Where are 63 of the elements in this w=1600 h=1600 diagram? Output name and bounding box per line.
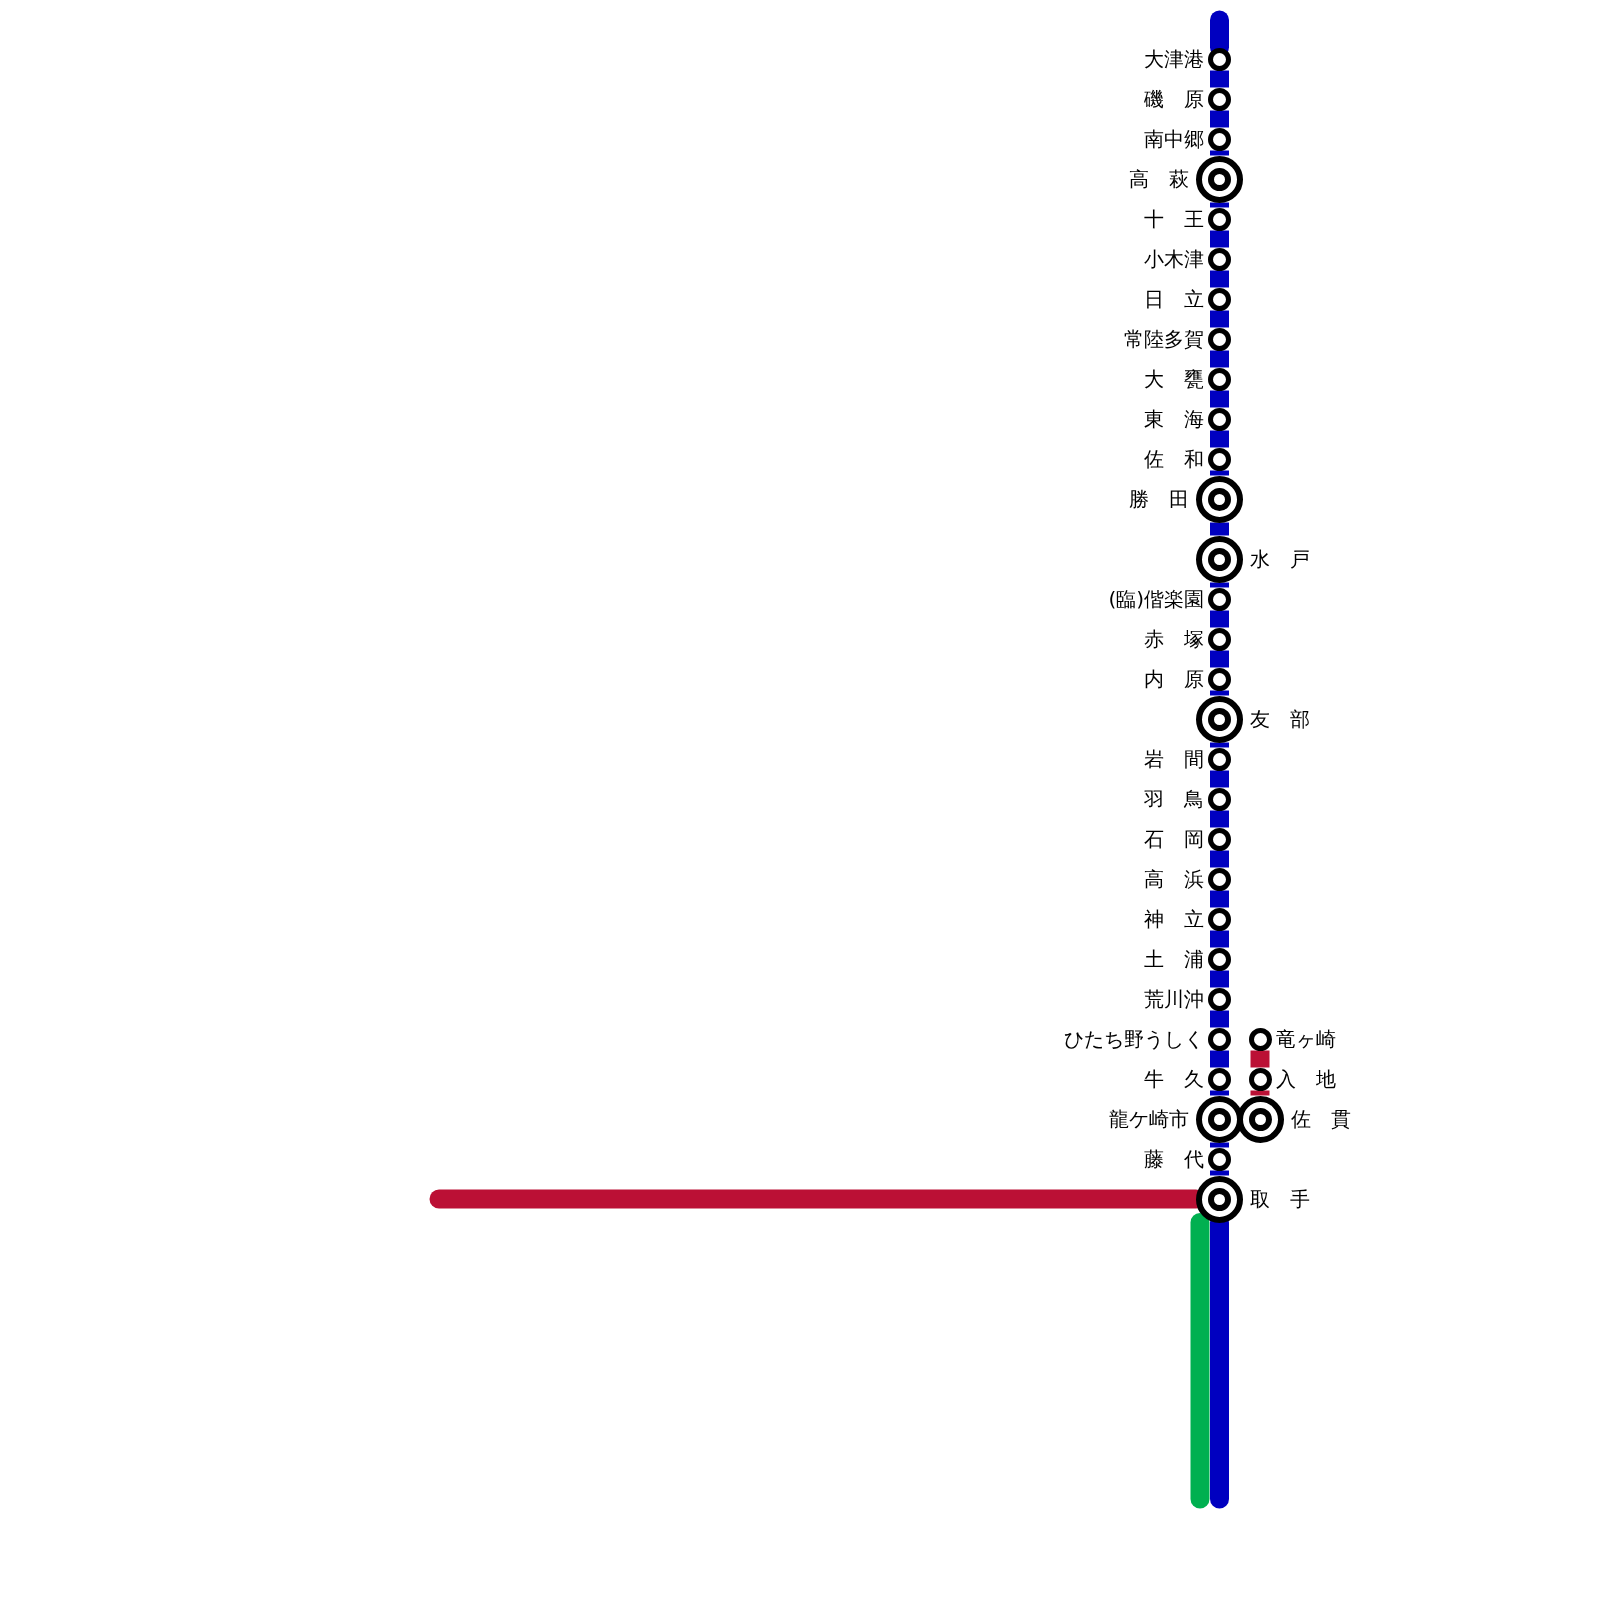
rail-line xyxy=(1210,770,1229,788)
rail-line xyxy=(1210,970,1229,988)
rail-line xyxy=(1250,1090,1270,1096)
rail-line xyxy=(1210,690,1229,696)
station-name: 高 浜 xyxy=(1144,868,1204,890)
station-name: 十 王 xyxy=(1144,208,1204,230)
station-name: 高 萩 xyxy=(1129,168,1189,190)
rail-line xyxy=(1210,150,1229,156)
rail-line xyxy=(1250,1050,1270,1068)
station-name: (臨)偕楽園 xyxy=(1108,588,1204,610)
station-name: 牛 久 xyxy=(1144,1068,1204,1090)
rail-line xyxy=(1210,1050,1229,1068)
rail-line xyxy=(1210,890,1229,908)
rail-line xyxy=(1210,270,1229,288)
rail-line xyxy=(1210,930,1229,948)
station-name: 入 地 xyxy=(1275,1068,1336,1090)
station-name: 大津港 xyxy=(1144,48,1204,70)
station-name: 内 原 xyxy=(1144,668,1204,690)
station-name: 石 岡 xyxy=(1144,828,1204,850)
rail-line xyxy=(1210,650,1229,668)
rail-line xyxy=(1210,1010,1229,1028)
station-name: 岩 間 xyxy=(1144,748,1204,770)
station-name: ひたち野うしく xyxy=(1064,1028,1204,1050)
station-name: 南中郷 xyxy=(1144,128,1204,150)
station-name: 神 立 xyxy=(1144,908,1204,930)
station-name: 大 甕 xyxy=(1144,368,1204,390)
rail-line xyxy=(1190,1213,1210,1509)
rail-line xyxy=(1210,70,1229,88)
station-name: 磯 原 xyxy=(1144,88,1204,110)
rail-line xyxy=(1210,1142,1229,1148)
rail-line xyxy=(1210,810,1229,828)
rail-line xyxy=(1210,582,1229,588)
rail-line xyxy=(1210,230,1229,248)
station-name: 佐 和 xyxy=(1144,448,1204,470)
station-name: 竜ヶ崎 xyxy=(1275,1028,1336,1050)
rail-line xyxy=(1210,202,1229,208)
rail-line xyxy=(1210,390,1229,408)
station-name: 佐 貫 xyxy=(1290,1108,1351,1130)
station-name: 小木津 xyxy=(1144,248,1204,270)
station-name: 東 海 xyxy=(1144,408,1204,430)
rail-line xyxy=(1210,470,1229,476)
station-name: 友 部 xyxy=(1250,708,1310,730)
rail-line xyxy=(1210,742,1229,748)
station-name: 水 戸 xyxy=(1250,548,1310,570)
station-name: 取 手 xyxy=(1250,1188,1310,1210)
rail-line xyxy=(1210,350,1229,368)
rail-line xyxy=(1210,430,1229,448)
station-name: 龍ケ崎市 xyxy=(1109,1108,1189,1130)
station-name: 荒川沖 xyxy=(1144,988,1204,1010)
station-name: 勝 田 xyxy=(1129,488,1189,510)
rail-line xyxy=(1210,310,1229,328)
rail-line xyxy=(1210,110,1229,128)
station-name: 土 浦 xyxy=(1144,948,1204,970)
rail-line xyxy=(1210,610,1229,628)
rail-line xyxy=(1210,1090,1229,1096)
station-name: 藤 代 xyxy=(1144,1148,1204,1170)
station-name: 羽 鳥 xyxy=(1144,788,1204,810)
station-name: 日 立 xyxy=(1144,288,1204,310)
station-name: 赤 塚 xyxy=(1144,628,1204,650)
rail-line xyxy=(1210,1170,1229,1176)
rail-line xyxy=(1210,522,1229,536)
rail-line xyxy=(1210,850,1229,868)
station-name: 常陸多賀 xyxy=(1124,328,1204,350)
